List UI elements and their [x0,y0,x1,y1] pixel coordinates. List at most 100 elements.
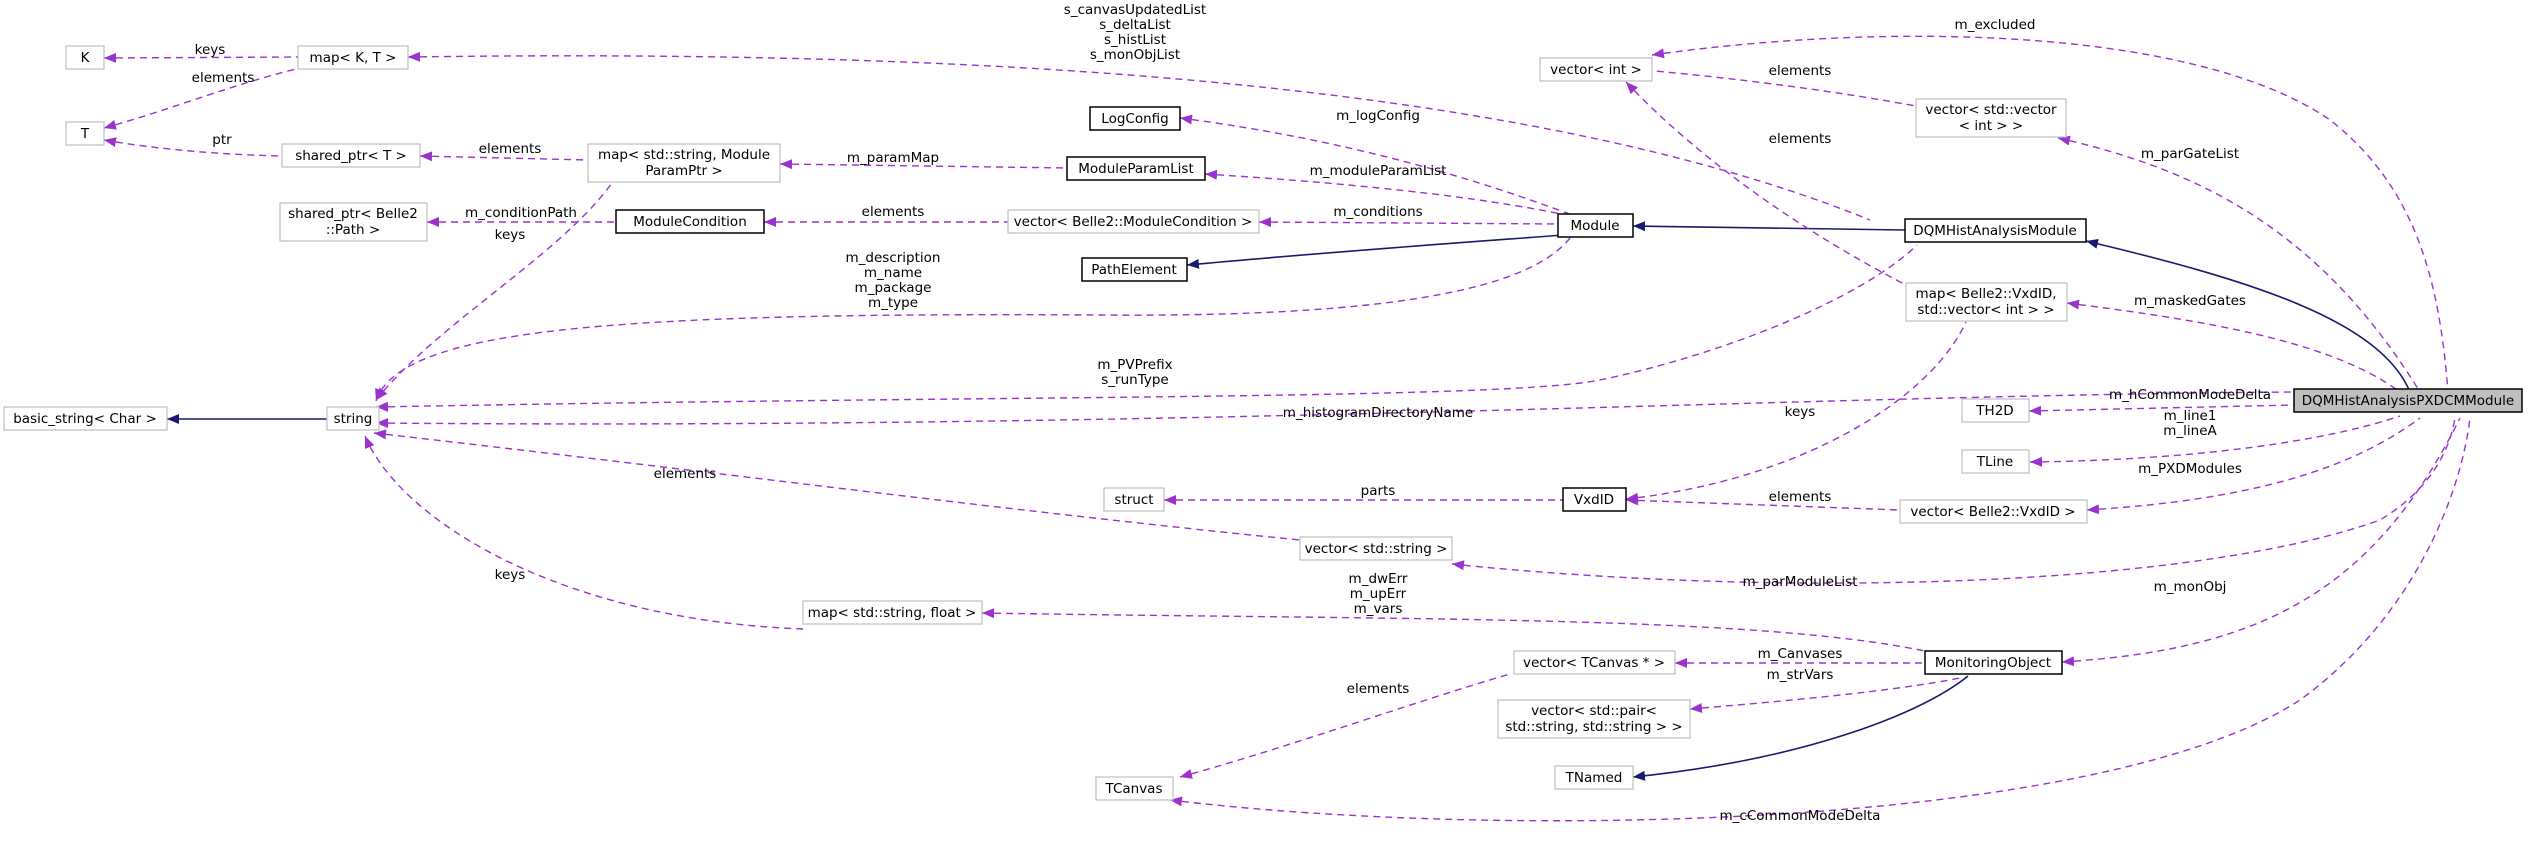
svg-text:K: K [81,50,91,66]
label-parts: parts [1361,483,1396,499]
edge-use-mapvxd-pxdcm [2066,299,2401,393]
svg-text:vector< std::pair<: vector< std::pair< [1531,703,1657,719]
node-pathelement[interactable]: PathElement [1081,257,1188,282]
edge-use-vint-mapvxd [1625,81,1907,286]
label-elements-shared: elements [479,141,542,157]
edge-inherit-pathelement-module [1186,232,1591,269]
svg-text:LogConfig: LogConfig [1101,111,1168,127]
label-m-line1: m_line1 [2164,408,2217,424]
node-vector-tcanvas[interactable]: vector< TCanvas * > [1513,650,1676,675]
label-m-description: m_description [846,250,941,266]
node-vxdid[interactable]: VxdID [1562,487,1627,512]
svg-text:DQMHistAnalysisPXDCMModule: DQMHistAnalysisPXDCMModule [2302,393,2514,409]
svg-text:map< std::string, float >: map< std::string, float > [808,605,977,621]
edge-use-string-module [375,237,1571,402]
node-th2d[interactable]: TH2D [1961,398,2030,423]
label-m-pxdmodules: m_PXDModules [2138,461,2242,477]
svg-text:vector< std::string >: vector< std::string > [1305,541,1448,557]
svg-text:::Path >: ::Path > [326,222,380,238]
label-m-parammap: m_paramMap [847,150,939,166]
label-elements-vvi: elements [1769,63,1832,79]
svg-text:map< Belle2::VxdID,: map< Belle2::VxdID, [1915,286,2056,302]
node-moduleparamlist[interactable]: ModuleParamList [1066,156,1206,181]
svg-text:shared_ptr< T >: shared_ptr< T > [295,148,407,164]
node-dqmhistanalysismodule[interactable]: DQMHistAnalysisModule [1904,218,2087,243]
label-m-hcommonmodedelta: m_hCommonModeDelta [2109,387,2271,403]
node-vector-modulecondition[interactable]: vector< Belle2::ModuleCondition > [1007,209,1260,234]
label-keys-string-top: keys [495,227,526,243]
node-tline[interactable]: TLine [1961,449,2030,474]
svg-text:MonitoringObject: MonitoringObject [1935,655,2051,671]
node-t[interactable]: T [65,121,105,146]
node-module[interactable]: Module [1557,213,1634,238]
edge-use-t-map [103,67,301,130]
edge-use-k-map [103,52,299,63]
node-vector-int[interactable]: vector< int > [1539,57,1653,82]
svg-text:std::string, std::string > >: std::string, std::string > > [1505,719,1682,735]
edge-inherit-dqmhist-pxdcm [2085,238,2411,393]
node-struct[interactable]: struct [1103,487,1165,512]
node-vector-string[interactable]: vector< std::string > [1299,536,1453,561]
label-m-strvars: m_strVars [1767,667,1834,683]
edge-use-vec-module [1258,217,1559,228]
edge-use-tline-pxdcm [2029,415,2401,467]
edge-use-tcanvas-pxdcm [1169,417,2471,822]
label-m-pvprefix: m_PVPrefix [1097,357,1172,373]
edge-inherit-tnamed-monobj [1632,675,1969,781]
node-monitoringobject[interactable]: MonitoringObject [1924,650,2063,675]
node-vector-pair-string[interactable]: vector< std::pair< std::string, std::str… [1497,699,1691,739]
node-map-string-float[interactable]: map< std::string, float > [802,600,983,625]
node-k[interactable]: K [65,45,105,70]
label-elements-tcanvas: elements [1347,681,1410,697]
node-modulecondition[interactable]: ModuleCondition [615,209,765,234]
svg-text:DQMHistAnalysisModule: DQMHistAnalysisModule [1913,223,2077,239]
node-vector-vxdid[interactable]: vector< Belle2::VxdID > [1899,499,2088,524]
svg-text:string: string [334,411,373,427]
label-m-type: m_type [868,295,918,311]
label-s-canvasupdatedlist: s_canvasUpdatedList [1064,2,1206,18]
svg-text:ModuleParamList: ModuleParamList [1078,161,1193,177]
node-tcanvas[interactable]: TCanvas [1095,776,1174,801]
svg-text:std::vector< int > >: std::vector< int > > [1917,302,2054,318]
edge-use-string-pxdcm [375,391,2301,429]
edge-use-vint-vvi [1632,65,1917,107]
node-map-k-t[interactable]: map< K, T > [297,45,409,70]
label-keys-float: keys [495,567,526,583]
edge-use-string-mapfloat [364,435,804,630]
label-elements-string: elements [654,466,717,482]
edge-use-vint-pxdcm [1651,35,2449,393]
svg-text:TH2D: TH2D [1975,403,2013,419]
node-map-string-moduleparamptr[interactable]: map< std::string, Module ParamPtr > [587,143,781,183]
node-map-vxdid-vector-int[interactable]: map< Belle2::VxdID, std::vector< int > > [1905,282,2068,322]
node-dqmhistanalysispxdcmmodule[interactable]: DQMHistAnalysisPXDCMModule [2293,388,2523,413]
edge-use-th2d-pxdcm [2028,404,2295,416]
edges [103,35,2471,822]
label-m-monobj: m_monObj [2154,579,2227,595]
node-logconfig[interactable]: LogConfig [1089,106,1181,131]
svg-text:shared_ptr< Belle2: shared_ptr< Belle2 [288,206,418,222]
svg-text:TCanvas: TCanvas [1104,781,1162,797]
node-shared-ptr-path[interactable]: shared_ptr< Belle2 ::Path > [279,202,428,242]
label-elements-t: elements [192,70,255,86]
node-shared-ptr-t[interactable]: shared_ptr< T > [281,143,421,168]
label-m-parmodulelist: m_parModuleList [1743,574,1858,590]
label-m-conditions: m_conditions [1333,204,1422,220]
node-vector-vector-int[interactable]: vector< std::vector < int > > [1915,98,2067,138]
svg-text:VxdID: VxdID [1574,492,1614,508]
edge-use-logconfig-module [1179,114,1581,219]
node-tnamed[interactable]: TNamed [1554,765,1634,790]
label-elements-vint: elements [1769,131,1832,147]
svg-text:vector< TCanvas * >: vector< TCanvas * > [1523,655,1665,671]
node-basic-string[interactable]: basic_string< Char > [3,406,168,431]
svg-text:map< K, T >: map< K, T > [310,50,397,66]
edge-use-vecvxd-pxdcm [2086,417,2421,515]
label-s-monobjlist: s_monObjList [1090,47,1180,63]
edge-use-string-dqm [375,244,1918,412]
node-string[interactable]: string [326,406,380,431]
label-keys-k: keys [195,42,226,58]
edge-use-vxdid-mapvxd [1625,321,1967,503]
svg-text:< int > >: < int > > [1959,118,2023,134]
svg-text:PathElement: PathElement [1091,262,1177,278]
nodes: K T map< K, T > shared_ptr< T > map< std… [3,45,2523,801]
svg-text:TLine: TLine [1976,454,2013,470]
